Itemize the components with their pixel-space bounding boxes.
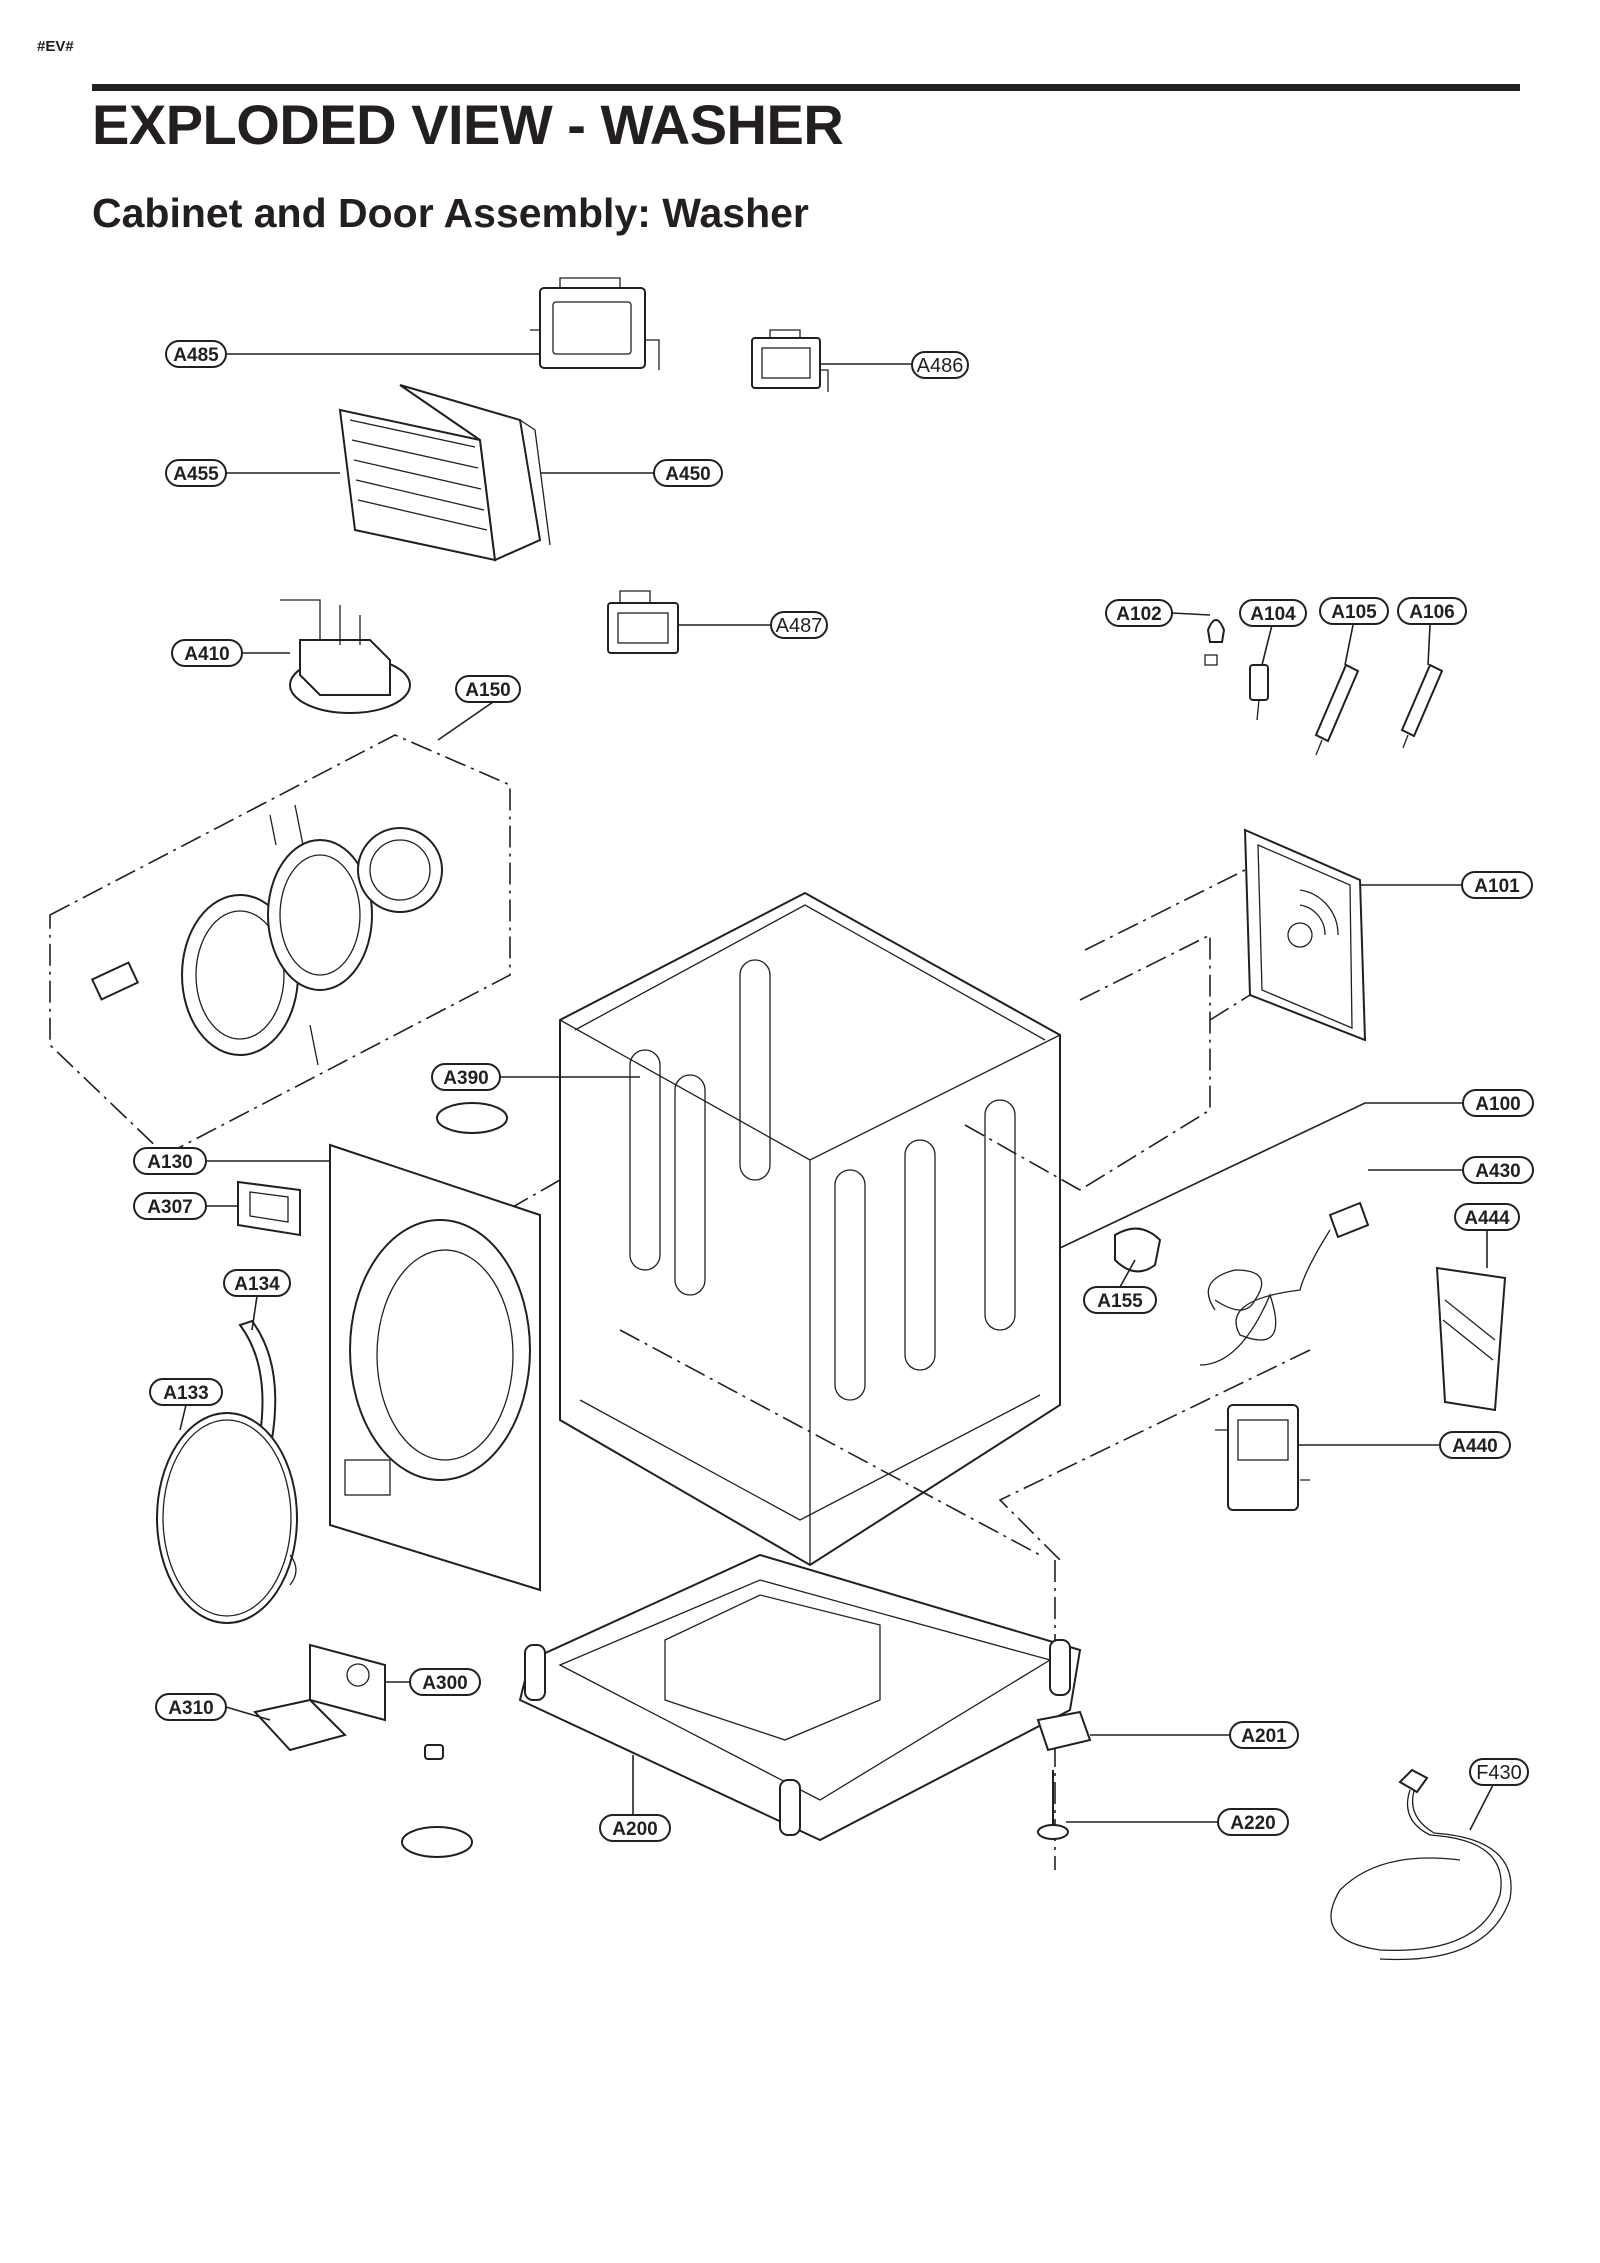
callout-a300: A300 (409, 1668, 481, 1696)
svg-text:A430: A430 (1475, 1161, 1520, 1182)
callout-a130: A130 (133, 1147, 207, 1175)
callout-a201: A201 (1229, 1721, 1299, 1749)
part-a102-clip (1204, 619, 1226, 666)
svg-text:A200: A200 (612, 1819, 657, 1840)
callout-a106: A106 (1397, 597, 1467, 625)
callout-a410: A410 (171, 639, 243, 667)
svg-text:A310: A310 (168, 1698, 213, 1719)
svg-text:A201: A201 (1241, 1726, 1287, 1747)
callout-f430: F430 (1469, 1758, 1529, 1786)
callout-a485: A485 (165, 340, 227, 368)
callout-a134: A134 (223, 1269, 291, 1297)
callout-a150: A150 (455, 675, 521, 703)
part-a106-damper (1400, 663, 1444, 749)
part-a155-cap (1114, 1227, 1162, 1273)
svg-text:A455: A455 (173, 464, 219, 485)
part-washer-screw (424, 1744, 444, 1760)
svg-text:A134: A134 (234, 1274, 280, 1295)
svg-text:A106: A106 (1409, 602, 1454, 623)
callout-a444: A444 (1454, 1203, 1520, 1231)
callout-a310: A310 (155, 1693, 227, 1721)
svg-text:A150: A150 (465, 680, 510, 701)
svg-text:A307: A307 (147, 1197, 192, 1218)
callout-a133: A133 (149, 1378, 223, 1406)
part-a200-base (518, 1553, 1082, 1842)
callout-a155: A155 (1083, 1286, 1157, 1314)
part-a487-bracket (607, 590, 679, 654)
svg-text:A390: A390 (443, 1068, 488, 1089)
svg-text:A133: A133 (163, 1383, 208, 1404)
part-a485-control-box (530, 277, 660, 370)
title-rule (92, 84, 1520, 91)
svg-text:A440: A440 (1452, 1436, 1497, 1457)
svg-text:A102: A102 (1116, 604, 1161, 625)
callout-a455: A455 (165, 459, 227, 487)
part-a410-switch (280, 599, 411, 714)
page-code: #EV# (37, 38, 74, 55)
callout-a390: A390 (431, 1063, 501, 1091)
callout-a105: A105 (1319, 597, 1389, 625)
part-a133-ring (156, 1412, 298, 1624)
svg-text:A444: A444 (1464, 1208, 1510, 1229)
part-a105-damper (1314, 663, 1360, 756)
part-a307-bracket (237, 1180, 301, 1237)
svg-text:A104: A104 (1250, 604, 1296, 625)
callout-a104: A104 (1239, 599, 1307, 627)
part-a130-front-panel (329, 1143, 541, 1592)
callout-a220: A220 (1217, 1808, 1289, 1836)
callout-a101: A101 (1461, 871, 1533, 899)
svg-text:A220: A220 (1230, 1813, 1275, 1834)
callout-a486: A486 (911, 351, 969, 379)
part-a100-cabinet (559, 891, 1061, 1567)
svg-text:A130: A130 (147, 1152, 192, 1173)
part-a455-a450-housing (338, 384, 551, 562)
part-a440-noise-filter (1215, 1404, 1310, 1511)
svg-text:A485: A485 (173, 345, 219, 366)
svg-text:A486: A486 (917, 355, 964, 377)
svg-text:A450: A450 (665, 464, 710, 485)
svg-text:A105: A105 (1331, 602, 1377, 623)
callout-a100: A100 (1462, 1089, 1534, 1117)
svg-text:A155: A155 (1097, 1291, 1143, 1312)
svg-text:A487: A487 (776, 615, 823, 637)
callout-a440: A440 (1439, 1431, 1511, 1459)
callout-a430: A430 (1462, 1156, 1534, 1184)
part-a300-service-cover (309, 1643, 386, 1722)
part-a486-bracket (751, 329, 829, 392)
part-a220-leg (1037, 1770, 1069, 1840)
part-a430-power-cord (1199, 1201, 1370, 1366)
page-title: EXPLODED VIEW - WASHER (92, 93, 844, 156)
part-a201-bracket (1036, 1710, 1092, 1752)
callout-a487: A487 (770, 611, 828, 639)
leader-lines (179, 353, 1494, 1831)
svg-text:A100: A100 (1475, 1094, 1520, 1115)
part-a390-seal (436, 1102, 508, 1134)
part-f430-drain-hose (1330, 1768, 1512, 1961)
svg-text:F430: F430 (1476, 1762, 1522, 1784)
callout-a200: A200 (599, 1814, 671, 1842)
part-a150-door-group (49, 734, 511, 1156)
callout-a102: A102 (1105, 599, 1173, 627)
part-a444-cover (1435, 1266, 1507, 1412)
callout-a450: A450 (653, 459, 723, 487)
svg-text:A101: A101 (1474, 876, 1520, 897)
svg-text:A410: A410 (184, 644, 229, 665)
part-a101-rear-panel (1243, 828, 1367, 1042)
part-spare-seal (401, 1826, 473, 1858)
callout-a307: A307 (133, 1192, 207, 1220)
part-a104-damper (1249, 664, 1269, 721)
svg-text:A300: A300 (422, 1673, 467, 1694)
part-a310-hinge (253, 1698, 347, 1752)
page-subtitle: Cabinet and Door Assembly: Washer (92, 190, 809, 236)
